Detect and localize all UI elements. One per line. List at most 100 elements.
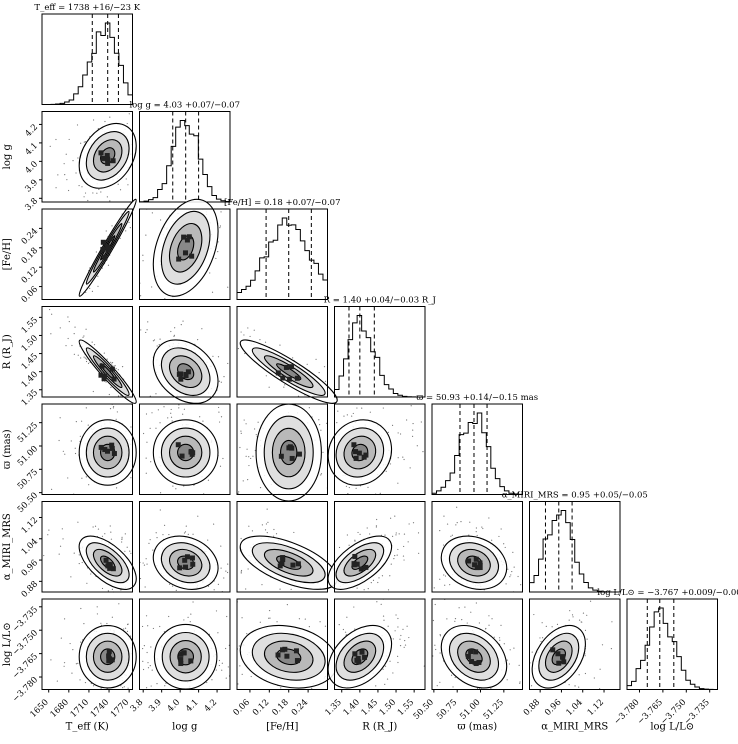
sample-point	[412, 522, 415, 524]
sample-point	[458, 607, 460, 609]
sample-point	[67, 477, 69, 479]
sample-point	[506, 679, 508, 681]
x-axis-label-r: R (R_J)	[362, 722, 397, 733]
sample-point	[94, 525, 97, 527]
sample-point	[146, 563, 148, 565]
sample-point	[184, 531, 187, 533]
sample-point	[266, 508, 268, 510]
sample-point	[251, 530, 254, 532]
y-axis-label-logg: log g	[2, 144, 13, 170]
sample-point	[372, 579, 375, 582]
density-peak	[351, 562, 357, 568]
sample-point	[245, 455, 247, 457]
sample-point	[346, 534, 348, 536]
sample-point	[150, 646, 152, 648]
sample-point	[158, 344, 160, 346]
sample-point	[105, 230, 107, 232]
sample-point	[83, 196, 85, 198]
sample-point	[156, 345, 158, 347]
sample-point	[125, 230, 127, 232]
sample-point	[589, 600, 592, 602]
sample-point	[80, 142, 82, 144]
sample-point	[182, 320, 184, 322]
sample-point	[493, 636, 495, 638]
sample-point	[145, 413, 148, 415]
sample-point	[79, 679, 81, 681]
sample-point	[78, 554, 80, 556]
sample-point	[97, 275, 99, 277]
sample-point	[96, 192, 98, 194]
sample-point	[403, 545, 405, 548]
sample-point	[56, 680, 58, 682]
sample-point	[147, 667, 150, 669]
x-tick-label: 0.12	[251, 698, 271, 718]
sample-point	[111, 225, 113, 227]
sample-point	[568, 684, 570, 686]
sample-point	[513, 647, 515, 649]
sample-point	[106, 358, 108, 360]
sample-point	[115, 367, 117, 370]
sample-point	[88, 484, 90, 486]
sample-point	[338, 624, 340, 626]
sample-point	[223, 376, 225, 378]
sample-point	[446, 618, 448, 620]
sample-point	[248, 525, 250, 527]
sample-point	[239, 446, 241, 449]
sample-point	[574, 685, 576, 687]
sample-point	[149, 427, 151, 429]
sample-point	[460, 520, 462, 523]
histogram-teff: T_eff = 1738 +16/−23 K	[34, 3, 141, 105]
density-peak	[106, 648, 112, 654]
sample-point	[58, 553, 60, 555]
density-peak	[363, 564, 369, 570]
panel-frame	[334, 403, 426, 495]
contour-logl-vs-alpha	[529, 598, 621, 690]
sample-point	[175, 488, 177, 490]
sample-point	[259, 621, 261, 623]
sample-point	[212, 355, 214, 357]
sample-point	[286, 604, 288, 606]
sample-point	[77, 662, 79, 665]
sample-point	[545, 625, 547, 627]
x-tick-label: 50.75	[435, 698, 459, 722]
sample-point	[366, 527, 368, 529]
sample-point	[455, 524, 457, 526]
density-peak	[286, 376, 292, 382]
sample-point	[443, 574, 445, 576]
histogram-logg: log g = 4.03 +0.07/−0.07	[129, 101, 240, 203]
sample-point	[370, 582, 372, 584]
sample-point	[245, 588, 247, 590]
sample-point	[403, 646, 405, 648]
sample-point	[518, 664, 520, 666]
sample-point	[512, 551, 514, 554]
sample-point	[110, 531, 112, 533]
sample-point	[402, 555, 405, 557]
density-peak	[280, 375, 286, 381]
sample-point	[498, 637, 501, 639]
x-tick-label: 3.9	[147, 698, 164, 715]
sample-point	[147, 321, 149, 323]
sample-point	[64, 453, 66, 455]
density-peak	[105, 156, 111, 162]
sample-point	[344, 631, 347, 633]
sample-point	[209, 272, 211, 274]
sample-point	[509, 649, 511, 651]
sample-point	[304, 618, 306, 620]
density-peak	[355, 655, 361, 661]
sample-point	[192, 601, 194, 603]
sample-point	[237, 492, 239, 494]
density-peak	[185, 369, 191, 375]
sample-point	[238, 645, 240, 647]
density-peak	[473, 556, 479, 562]
sample-point	[337, 410, 339, 412]
sample-point	[130, 426, 132, 428]
y-tick-label: −3.735	[11, 605, 40, 634]
sample-point	[101, 535, 104, 537]
x-tick-label: 0.06	[232, 698, 252, 718]
panel-frame	[139, 111, 231, 203]
sample-point	[382, 407, 384, 409]
sample-point	[170, 416, 173, 418]
sample-point	[539, 637, 541, 639]
sample-point	[393, 558, 395, 560]
sample-point	[247, 568, 249, 570]
